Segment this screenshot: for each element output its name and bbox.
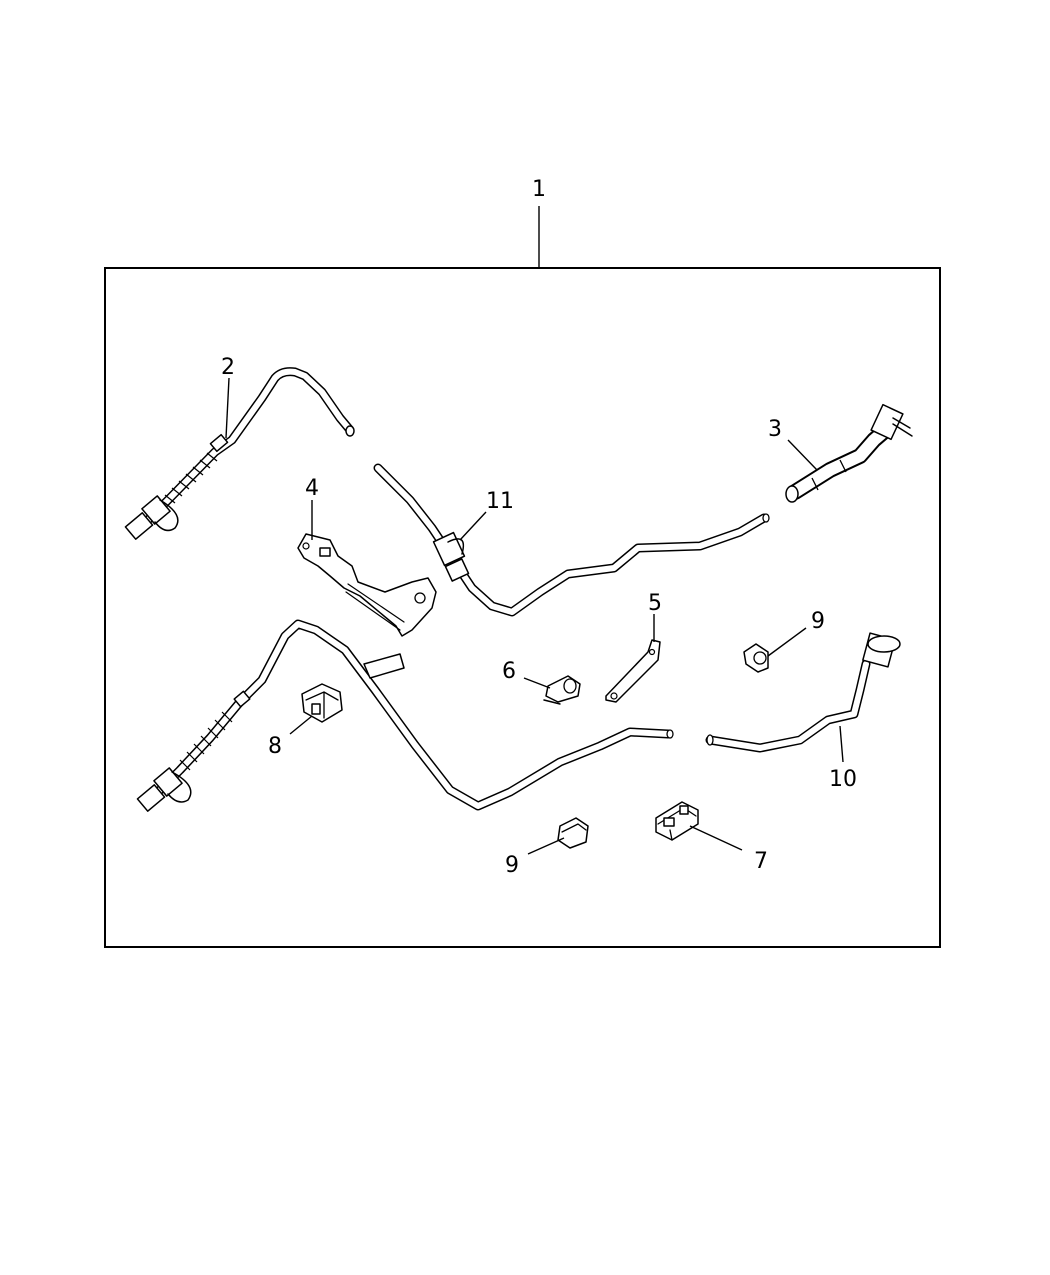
- leader-6: [523, 677, 551, 689]
- part-7-module: [655, 801, 699, 841]
- callout-1: 1: [532, 177, 546, 202]
- part-3-hose: [785, 403, 913, 503]
- part-8-connector: [301, 683, 343, 723]
- part-9-clip-lower: [557, 817, 589, 849]
- leader-8: [289, 715, 313, 735]
- leader-10: [839, 725, 844, 763]
- callout-7: 7: [754, 849, 768, 874]
- part-2-hose: [124, 367, 355, 540]
- part-9-clip-upper: [743, 643, 769, 673]
- part-10-tube: [705, 632, 901, 753]
- callout-5: 5: [648, 591, 662, 616]
- part-4-bracket: [297, 533, 437, 637]
- callout-8: 8: [268, 734, 282, 759]
- leader-11: [459, 511, 487, 541]
- callout-6: 6: [502, 659, 516, 684]
- leader-2: [225, 377, 230, 439]
- leader-9a: [767, 627, 807, 657]
- leader-7: [689, 825, 743, 851]
- leader-9b: [527, 837, 565, 855]
- part-11-tube-assembly: [373, 463, 770, 617]
- part-5-strap: [605, 639, 661, 703]
- callout-4: 4: [305, 476, 319, 501]
- callout-11: 11: [486, 489, 514, 514]
- leader-3: [787, 439, 818, 471]
- callout-3: 3: [768, 417, 782, 442]
- callout-2: 2: [221, 355, 235, 380]
- callout-10: 10: [829, 767, 857, 792]
- part-6-clip: [543, 675, 581, 705]
- kit-frame: [104, 267, 941, 948]
- callout-9b: 9: [505, 853, 519, 878]
- lower-tube-assembly: [136, 619, 674, 812]
- callout-9a: 9: [811, 609, 825, 634]
